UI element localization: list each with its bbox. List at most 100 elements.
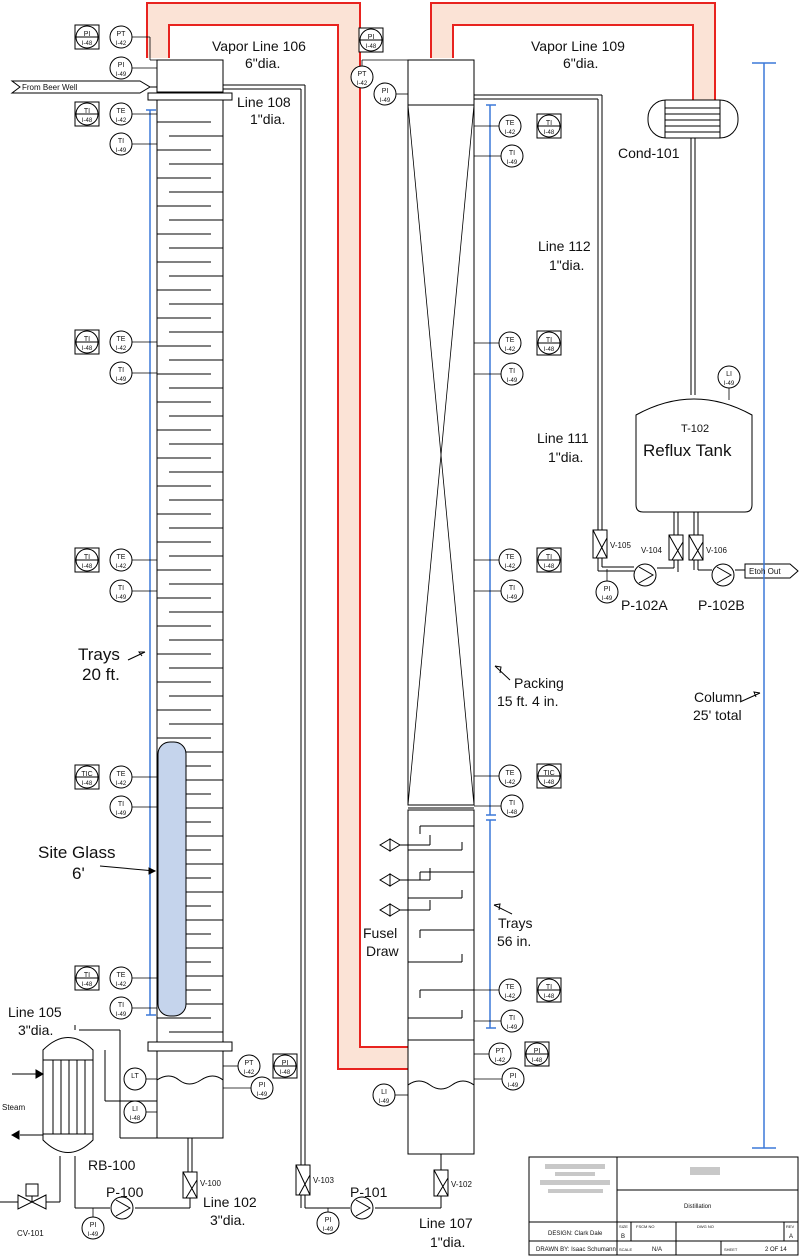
instrument-loop: I-42: [116, 118, 127, 124]
label-line-112: Line 112: [538, 238, 591, 254]
label-line-105-dia: 3"dia.: [18, 1022, 53, 1038]
title-block-fscm-label: FSCM NO: [636, 1224, 654, 1229]
instrument-ti-a2: TII-48: [74, 329, 100, 355]
instrument-loop: I-49: [116, 1012, 127, 1018]
instrument-function: LI: [381, 1089, 387, 1096]
instrument-pi-b6b: PII-49: [501, 1067, 525, 1091]
title-block-size-value: B: [621, 1234, 625, 1240]
valve-v-104: [668, 534, 684, 561]
tray-stack-a: [157, 121, 223, 1033]
instrument-ti-b4b: TII-48: [500, 794, 524, 818]
instrument-loop: I-49: [724, 381, 735, 387]
valve-v-100: [182, 1171, 198, 1199]
instrument-loop: I-49: [507, 160, 518, 166]
label-trays-a: Trays: [78, 645, 120, 664]
instrument-te-a3: TEI-42: [109, 548, 133, 572]
instrument-te-b5: TEI-42: [498, 978, 522, 1002]
instrument-loop: I-48: [82, 118, 93, 124]
instrument-pi-a6b: PI I-49: [250, 1076, 274, 1100]
instrument-loop: I-48: [544, 130, 555, 136]
instrument-function: TE: [506, 120, 515, 127]
instrument-loop: I-49: [116, 72, 127, 78]
label-trays-b-length: 56 in.: [497, 933, 531, 949]
instrument-loop: I-48: [544, 347, 555, 353]
title-block-rev-label: REV: [786, 1224, 795, 1229]
instrument-ti-b2: TII-48: [536, 330, 562, 356]
label-trays-a-length: 20 ft.: [82, 665, 120, 684]
valve-v-106: [688, 534, 704, 561]
pump-p-102a: [633, 563, 657, 587]
title-block: [528, 1156, 799, 1256]
instrument-ti-a3b: TII-49: [109, 579, 133, 603]
label-packing-length: 15 ft. 4 in.: [497, 693, 558, 709]
label-v-103: V-103: [313, 1176, 334, 1185]
control-valve-cv-101: [17, 1183, 47, 1210]
instrument-te-a4: TEI-42: [109, 765, 133, 789]
title-block-drawn-by: DRAWN BY: Isaac Schumann: [536, 1247, 616, 1253]
instrument-function: PI: [90, 1222, 97, 1229]
instrument-function: PI: [604, 586, 611, 593]
label-cond-101: Cond-101: [618, 145, 680, 161]
instrument-li-t102: LI I-49: [717, 365, 741, 389]
instrument-loop: I-42: [505, 130, 516, 136]
instrument-pi-c2b: PII-49: [373, 82, 397, 106]
instrument-ti-a5: TII-48: [74, 965, 100, 991]
dimension-lines: [146, 62, 776, 1149]
label-p-102b: P-102B: [698, 597, 745, 613]
reboiler-rb-100: [42, 1037, 94, 1153]
diagram-labels: Vapor Line 106 6"dia. Vapor Line 109 6"d…: [2, 38, 781, 1250]
instrument-loop: I-49: [257, 1092, 268, 1098]
instrument-function: TE: [506, 770, 515, 777]
instrument-ti-a4b: TII-49: [109, 795, 133, 819]
instrument-loop: I-49: [116, 377, 127, 383]
instrument-loop: I-49: [380, 98, 391, 104]
valve-v-103: [295, 1164, 311, 1196]
label-v-102: V-102: [451, 1180, 472, 1189]
instrument-pi-top-a: PII-48: [74, 24, 100, 50]
instrument-pt-b6: PTI-42: [488, 1042, 512, 1066]
label-p-100: P-100: [106, 1184, 144, 1200]
label-v-105: V-105: [610, 541, 631, 550]
instrument-lt-a: LT: [123, 1067, 147, 1091]
instrument-leader-lines: [92, 36, 730, 1217]
instrument-ti-b5: TII-48: [536, 977, 562, 1003]
label-v-106: V-106: [706, 546, 727, 555]
instrument-loop: I-42: [116, 781, 127, 787]
instrument-function: TE: [117, 108, 126, 115]
column-b: [379, 59, 475, 1155]
instrument-pt-top-a: PTI-42: [109, 25, 133, 49]
label-packing: Packing: [514, 675, 564, 691]
pump-p-101: [350, 1196, 374, 1220]
instrument-ti-b5b: TII-49: [500, 1009, 524, 1033]
instrument-loop: I-48: [544, 564, 555, 570]
instrument-te-a2: TEI-42: [109, 330, 133, 354]
instrument-loop: I-49: [116, 148, 127, 154]
title-block-rev-value: A: [789, 1234, 793, 1240]
title-block-design: DESIGN: Clark Dale: [548, 1231, 603, 1237]
instrument-function: TE: [506, 337, 515, 344]
instrument-function: TE: [117, 554, 126, 561]
sight-glass: [157, 741, 187, 1017]
instrument-function: PI: [259, 1082, 266, 1089]
instrument-loop: I-42: [505, 780, 516, 786]
instrument-function: PT: [496, 1048, 506, 1055]
instrument-ti-b1b: TI I-49: [500, 144, 524, 168]
instrument-loop: I-49: [88, 1232, 99, 1238]
instrument-pi-p100: PI I-49: [81, 1216, 105, 1240]
instrument-function: TI: [509, 150, 515, 157]
instrument-function: TI: [84, 336, 90, 343]
instrument-pi-p101: PII-49: [316, 1211, 340, 1235]
label-line-108: Line 108: [237, 94, 291, 110]
label-line-108-dia: 1"dia.: [250, 111, 285, 127]
instrument-loop: I-48: [82, 564, 93, 570]
instrument-loop: I-49: [116, 595, 127, 601]
instrument-loop: I-48: [544, 780, 555, 786]
instrument-ti-a2b: TII-49: [109, 361, 133, 385]
title-block-dwg-label: DWG NO: [697, 1224, 714, 1229]
label-column: Column: [694, 689, 742, 705]
instrument-function: TI: [509, 585, 515, 592]
instrument-function: LI: [726, 371, 732, 378]
instrument-function: PI: [368, 34, 375, 41]
